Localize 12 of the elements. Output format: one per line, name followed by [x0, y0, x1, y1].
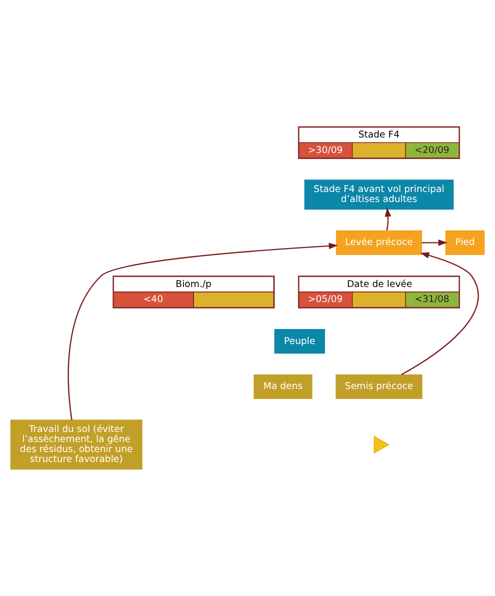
node-box: Semis précoce — [336, 374, 422, 399]
node-box: Peuple — [274, 329, 325, 354]
node-triangle — [374, 436, 390, 454]
arrow — [68, 242, 338, 420]
node-box: Pied — [445, 230, 485, 255]
node-box: Levée précoce — [336, 230, 422, 255]
node-box: Ma dens — [254, 374, 312, 399]
arrow — [401, 252, 479, 376]
arrow — [384, 208, 392, 231]
arrow — [422, 239, 448, 246]
node-box: Stade F4 avant vol principal d’altises adultes — [304, 180, 454, 210]
node-box: Travail du sol (éviter l’assèchement, la gêne des résidus, obtenir une structure favorable) — [10, 420, 142, 470]
